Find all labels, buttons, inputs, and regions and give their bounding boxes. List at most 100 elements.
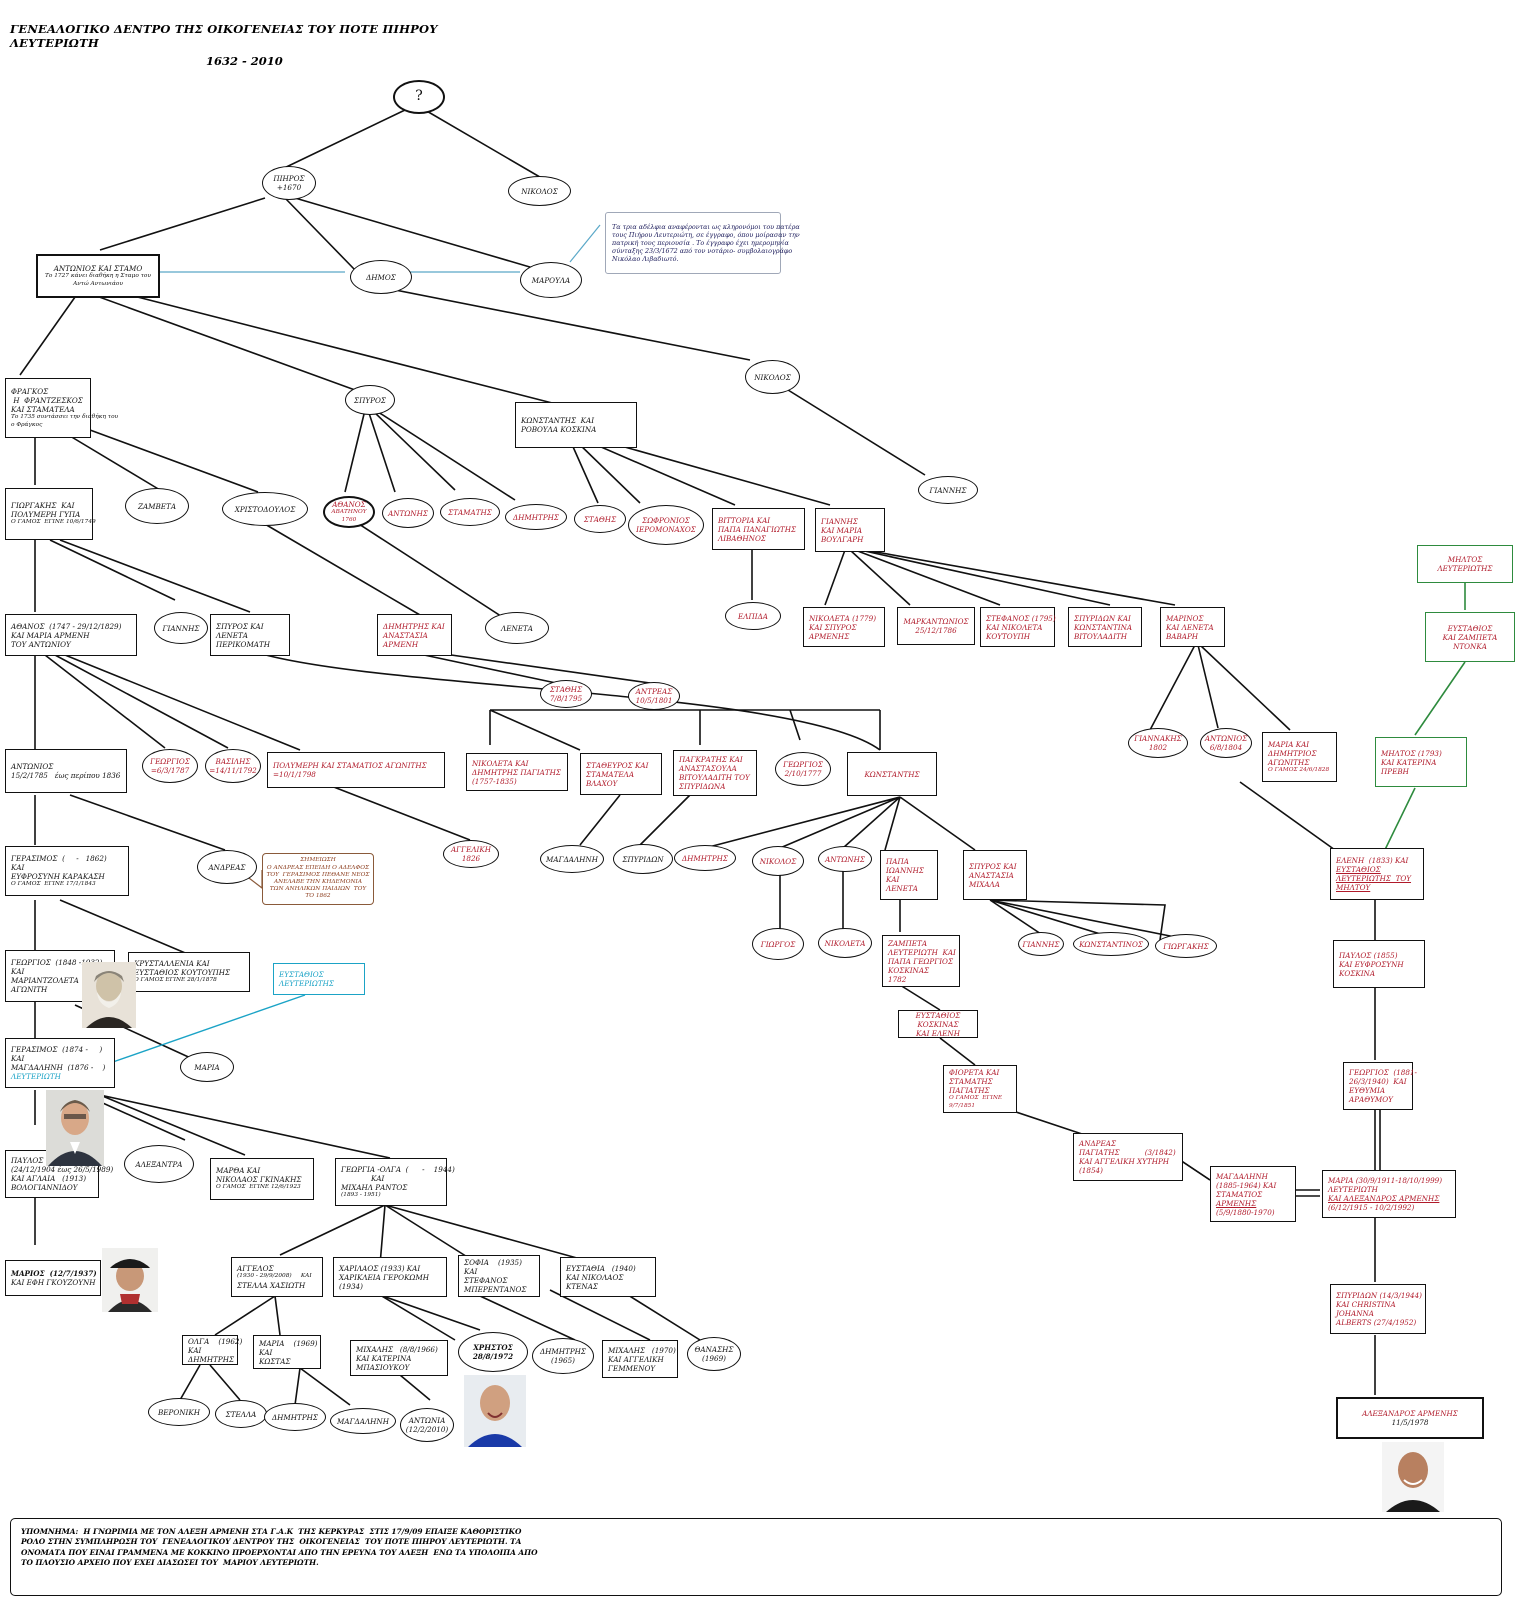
node-maroula: ΜΑΡΟΥΛΑ — [520, 262, 582, 298]
footer-line: ΡΟΛΟ ΣΤΗΝ ΣΥΜΠΛΗΡΩΣΗ ΤΟΥ ΓΕΝΕΑΛΟΓΙΚΟΥ ΔΕ… — [21, 1537, 522, 1547]
node-antonia-2010: ΑΝΤΩΝΙΑ(12/2/2010) — [400, 1408, 454, 1442]
node-marios: ΜΑΡΙΟΣ (12/7/1937)ΚΑΙ ΕΦΗ ΓΚΟΥΖΟΥΝΗ — [5, 1260, 101, 1296]
root-unknown-ancestor: ? — [393, 80, 445, 114]
photo-pavlos-portrait — [46, 1090, 104, 1166]
node-polymeri-stamatios: ΠΟΛΥΜΕΡΗ ΚΑΙ ΣΤΑΜΑΤΙΟΣ ΑΓΩΝΙΤΗΣ=10/1/179… — [267, 752, 445, 788]
node-magdalini-1: ΜΑΓΔΑΛΗΝΗ — [540, 845, 604, 873]
node-dimitris-1: ΔΗΜΗΤΡΗΣ — [505, 504, 567, 530]
node-lenetta: ΛΕΝΕΤΑ — [485, 612, 549, 644]
node-pieros: ΠΙΗΡΟΣ+1670 — [262, 166, 316, 200]
title-block: ΓΕΝΕΑΛΟΓΙΚΟ ΔΕΝΤΡΟ ΤΗΣ ΟΙΚΟΓΕΝΕΙΑΣ ΤΟΥ Π… — [10, 22, 530, 68]
node-zamvetta: ΖΑΜΒΕΤΑ — [125, 488, 189, 524]
footer-legend: ΥΠΟΜΝΗΜΑ: Η ΓΝΩΡΙΜΙΑ ΜΕ ΤΟΝ ΑΛΕΞΗ ΑΡΜΕΝΗ… — [10, 1518, 1502, 1596]
page-years: 1632 - 2010 — [206, 54, 283, 68]
node-christodoulos: ΧΡΙΣΤΟΔΟΥΛΟΣ — [222, 492, 308, 526]
node-konstantis-2: ΚΩΝΣΤΑΝΤΗΣ — [847, 752, 937, 796]
photo-marios-portrait — [102, 1248, 158, 1312]
node-konstantinos-3: ΚΩΝΣΤΑΝΤΙΝΟΣ — [1073, 932, 1149, 956]
node-dimitris-2: ΔΗΜΗΤΡΗΣ — [674, 845, 736, 871]
node-giannis-1: ΓΙΑΝΝΗΣ — [918, 476, 978, 504]
photo-christos-portrait — [464, 1375, 526, 1447]
node-dimos: ΔΗΜΟΣ — [350, 260, 412, 294]
footer-line: ΤΟ ΠΛΟΥΣΙΟ ΑΡΧΕΙΟ ΠΟΥ ΕΧΕΙ ΔΙΑΣΩΣΕΙ ΤΟΥ … — [21, 1558, 319, 1568]
node-georgios-1787: ΓΕΩΡΓΙΟΣ=6/3/1787 — [142, 749, 198, 783]
node-andreas-2: ΑΝΔΡΕΑΣ — [197, 850, 257, 884]
node-veroniki: ΒΕΡΟΝΙΚΗ — [148, 1398, 210, 1426]
node-elpida: ΕΛΠΙΔΑ — [725, 602, 781, 630]
node-alexandra: ΑΛΕΞΑΝΤΡΑ — [124, 1145, 194, 1183]
node-maria-1: ΜΑΡΙΑ — [180, 1052, 234, 1082]
page-title: ΓΕΝΕΑΛΟΓΙΚΟ ΔΕΝΤΡΟ ΤΗΣ ΟΙΚΟΓΕΝΕΙΑΣ ΤΟΥ Π… — [10, 22, 438, 50]
photo-alexandros-portrait — [1382, 1442, 1444, 1512]
footer-line: ΥΠΟΜΝΗΜΑ: Η ΓΝΩΡΙΜΙΑ ΜΕ ΤΟΝ ΑΛΕΞΗ ΑΡΜΕΝΗ… — [21, 1527, 522, 1536]
node-giannis-3: ΓΙΑΝΝΗΣ — [1018, 932, 1064, 956]
node-antonis-2: ΑΝΤΩΝΗΣ — [818, 846, 872, 872]
node-giorgos-1: ΓΙΩΡΓΟΣ — [752, 928, 804, 960]
node-antonis-1: ΑΝΤΩΝΗΣ — [382, 498, 434, 528]
node-thanasis-1969: ΘΑΝΑΣΗΣ(1969) — [687, 1337, 741, 1371]
node-nikolaos-2: ΝΙΚΟΛΟΣ — [745, 360, 800, 394]
node-dimitris-3: ΔΗΜΗΤΡΗΣ — [264, 1403, 326, 1431]
photo-georgios-portrait — [82, 962, 136, 1028]
node-stella: ΣΤΕΛΛΑ — [215, 1400, 267, 1428]
node-stathis: ΣΤΑΘΗΣ — [574, 505, 626, 533]
note-siblings-inheritance: Τα τρια αδέλφια αναφέρονται ως κληρονόμο… — [605, 212, 800, 274]
node-stamatis-1: ΣΤΑΜΑΤΗΣ — [440, 498, 500, 526]
node-nikolaos-1: ΝΙΚΟΛΟΣ — [508, 176, 571, 206]
node-nikoleta-2: ΝΙΚΟΛΕΤΑ — [818, 928, 872, 958]
node-spyros-1: ΣΠΥΡΟΣ — [345, 385, 395, 415]
node-giannis-2: ΓΙΑΝΝΗΣ — [154, 612, 208, 644]
node-nikolaos-3: ΝΙΚΟΛΟΣ — [752, 846, 804, 876]
